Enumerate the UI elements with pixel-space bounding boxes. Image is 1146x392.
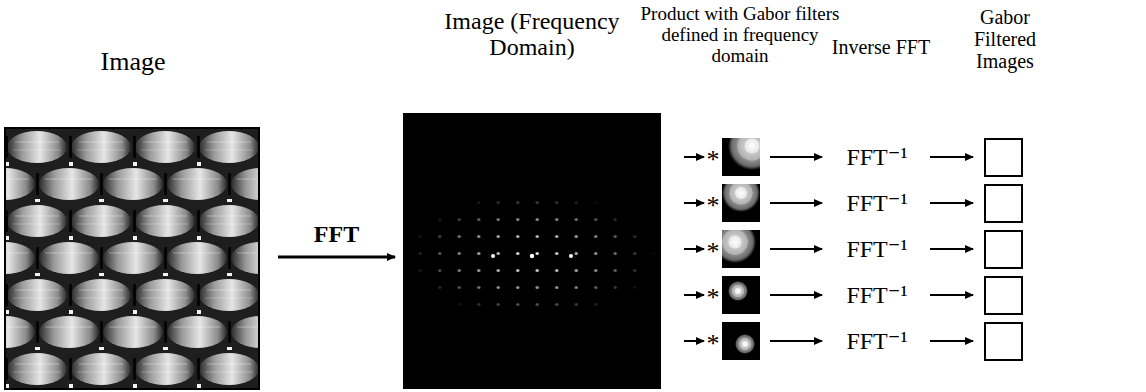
gabor-filter <box>714 221 760 268</box>
fft-arrow <box>278 256 395 259</box>
inverse-fft-label: FFT⁻¹ <box>846 236 907 262</box>
spectrum-peaks <box>403 113 661 389</box>
column-heading: Gabor Filtered Images <box>955 6 1055 72</box>
row-arrows <box>684 277 1022 314</box>
multiply-symbol: * <box>707 284 720 313</box>
edge-label: FFT <box>314 221 359 247</box>
multiply-symbol: * <box>707 330 720 359</box>
inverse-fft-label: FFT⁻¹ <box>846 328 907 354</box>
row-arrows <box>684 323 1022 360</box>
gabor-filter <box>722 174 760 222</box>
panel-heading: Image <box>33 48 233 77</box>
spectrum-panel: Image (Frequency Domain) <box>403 8 661 389</box>
multiply-symbol: * <box>707 238 720 267</box>
spectrum-peak <box>569 254 573 258</box>
column-heading: Product with Gabor filters defined in fr… <box>640 4 840 67</box>
image-panel: Image <box>4 48 262 390</box>
inverse-fft-label: FFT⁻¹ <box>846 144 907 170</box>
fabric-image <box>5 128 259 389</box>
gabor-filter <box>722 122 776 176</box>
inverse-fft-label: FFT⁻¹ <box>846 282 907 308</box>
multiply-symbol: * <box>707 192 720 221</box>
spectrum-image <box>403 113 661 389</box>
spectrum-peak <box>491 254 495 258</box>
gabor-filter <box>722 276 760 314</box>
panel-heading: Image (Frequency Domain) <box>442 8 622 61</box>
multiply-symbol: * <box>707 146 720 175</box>
spectrum-peak <box>530 254 534 258</box>
inverse-fft-label: FFT⁻¹ <box>846 190 907 216</box>
gabor-filter <box>722 322 760 360</box>
column-heading: Inverse FFT <box>826 36 936 58</box>
